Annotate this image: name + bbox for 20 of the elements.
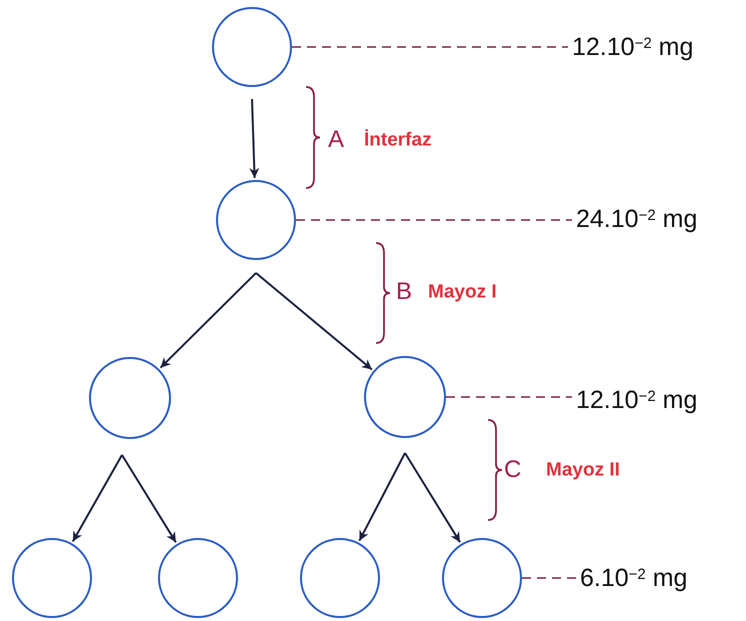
arrow [249,98,260,178]
phase-name: Mayoz II [546,460,620,480]
mass-label: 12.10$^{−2}$ mg [572,32,694,62]
arrow [404,452,461,543]
leader-line [446,396,572,398]
leader-line [296,219,572,221]
arrow [358,452,406,542]
arrow [121,454,177,543]
phase-name: Mayoz I [428,282,497,302]
phase-name: İnterfaz [364,130,432,150]
leader-line [292,46,568,48]
arrow [160,272,257,368]
arrow [72,454,123,542]
arrow [255,272,373,370]
mass-label: 12.10$^{−2}$ mg [576,385,698,415]
phase-letter: C [504,458,522,482]
mass-label: 24.10$^{−2}$ mg [576,204,698,234]
phase-letter: B [396,280,412,304]
mass-label: 6.10$^{−2}$ mg [580,563,688,593]
phase-letter: A [328,128,344,152]
